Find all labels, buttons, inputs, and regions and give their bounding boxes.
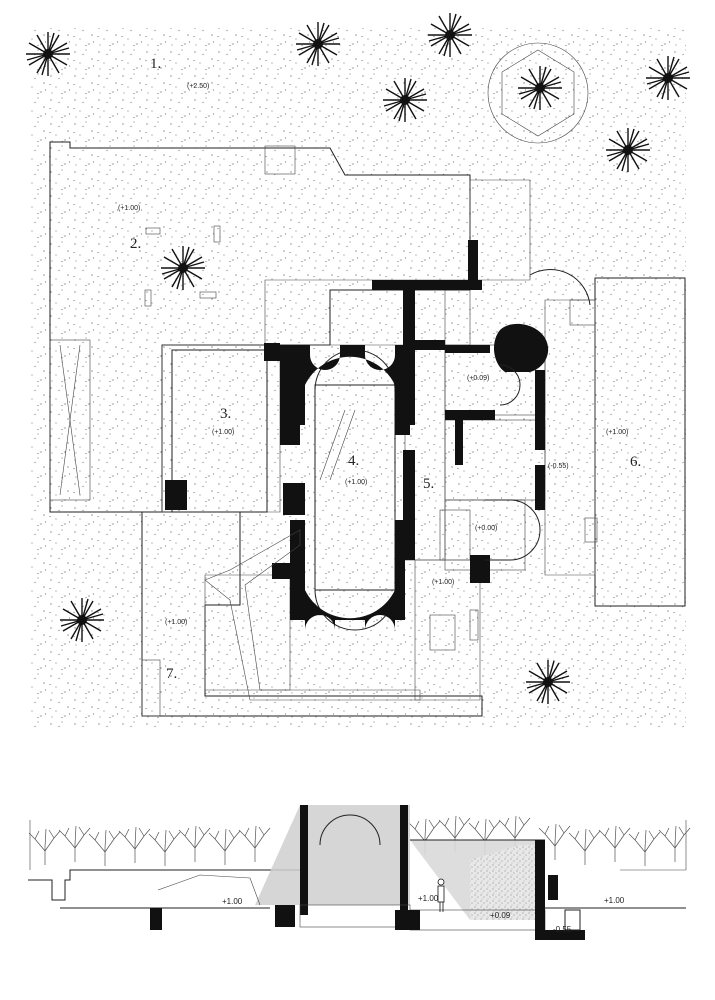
courtyard-level: (-0.55): [548, 463, 569, 470]
zone-5-label: 5.: [423, 476, 434, 492]
plaza-7-area: [141, 511, 483, 717]
zone-7-level: (+1.00): [165, 619, 187, 626]
entry-level: (+1.00): [432, 579, 454, 586]
diagonal-path: [204, 529, 421, 701]
section-level-room: +0.09: [490, 911, 511, 920]
section-floor-slab: [299, 904, 411, 928]
ramp-strip: [49, 339, 91, 501]
nave-south-walls: [290, 520, 405, 630]
section-level-left: +1.00: [222, 897, 243, 906]
zone-1-level: (+2.50): [187, 83, 209, 90]
zone-2-label: 2.: [130, 236, 141, 252]
room-3-floor: [171, 349, 268, 513]
stairs-east: [439, 509, 471, 561]
round-pavilion: [487, 42, 589, 144]
section-level-sunken: -0.55: [553, 925, 572, 934]
zone-6-label: 6.: [630, 454, 641, 470]
room-upper-level: (+0.09): [467, 375, 489, 382]
zone-3-label: 3.: [220, 406, 231, 422]
landscape-ground: [30, 28, 686, 728]
section-level-center: +1.00: [418, 894, 439, 903]
zone-6-level: (+1.00): [606, 429, 628, 436]
zone-3-level: (+1.00): [212, 429, 234, 436]
plaza-stairs: [264, 145, 296, 175]
person-scale-figure: [437, 878, 445, 912]
nave-4-floor: [314, 384, 396, 591]
room-lower-level: (+0.00): [475, 525, 497, 532]
building-section: +1.00 +1.00 +0.09 -0.55 +1.00: [28, 805, 691, 940]
nave-north-walls: [290, 345, 405, 425]
zone-7-label: 7.: [166, 666, 177, 682]
site-plan: 1. (+2.50) 2. (+1.00) 3. (+1.00) 4. (+1.…: [25, 12, 691, 728]
zone-4-label: 4.: [348, 453, 359, 469]
zone-2-level: (+1.00): [118, 205, 140, 212]
section-level-right: +1.00: [604, 896, 625, 905]
zone-4-level: (+1.00): [345, 479, 367, 486]
zone-1-label: 1.: [150, 56, 161, 72]
